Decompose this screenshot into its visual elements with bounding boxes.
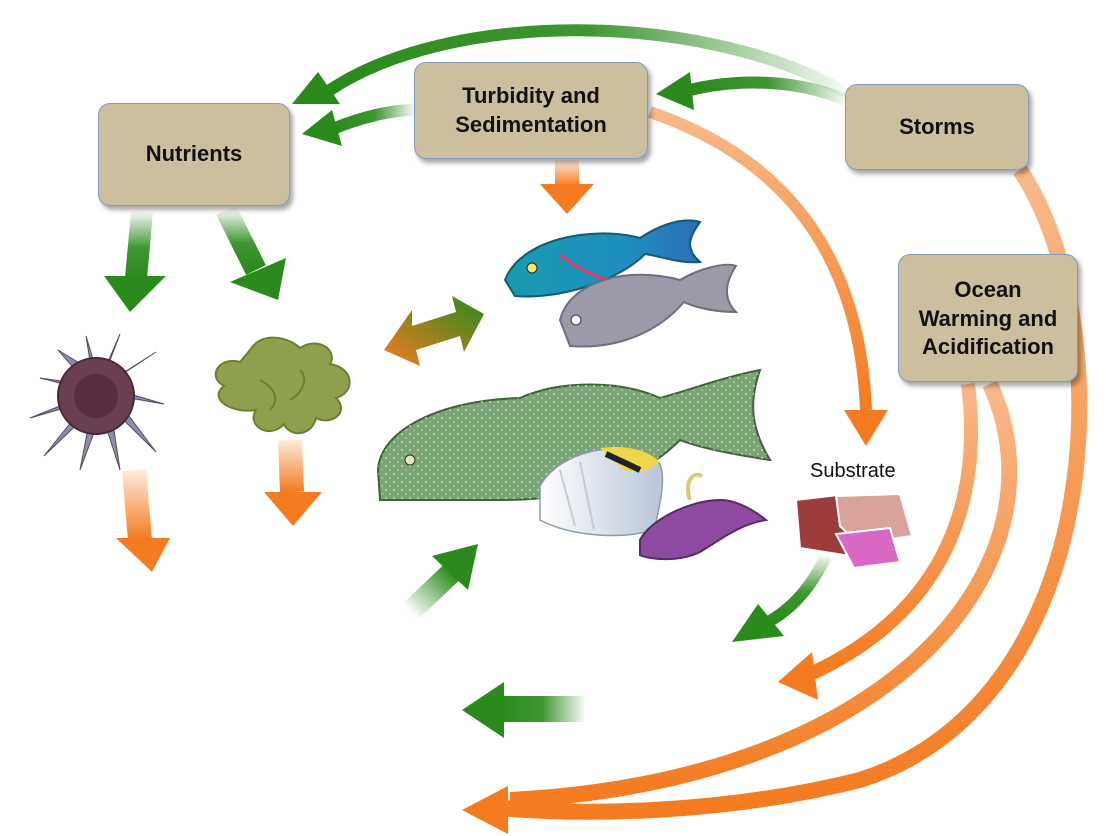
- substrate-illustration: [796, 494, 912, 568]
- arrow-turbidity-to-nutrients: [302, 110, 414, 146]
- arrow-algae-fish-two-way: [384, 296, 484, 366]
- storms-box: Storms: [845, 84, 1029, 170]
- storms-label: Storms: [899, 113, 975, 142]
- starfish-illustration: [30, 334, 164, 470]
- algae-illustration: [216, 338, 350, 434]
- arrow-algae-to-coral: [264, 440, 322, 526]
- ocean-warming-acidification-box: Ocean Warming and Acidification: [898, 254, 1078, 382]
- ocean-warming-acidification-label: Ocean Warming and Acidification: [919, 276, 1058, 362]
- nutrients-box: Nutrients: [98, 103, 290, 206]
- substrate-label: Substrate: [810, 460, 896, 483]
- arrow-turbidity-to-fish: [540, 160, 594, 214]
- turbidity-sedimentation-box: Turbidity and Sedimentation: [414, 62, 648, 159]
- arrow-substrate-to-recruits: [732, 556, 826, 642]
- arrow-recruits-to-coral: [462, 682, 584, 738]
- arrow-nutrients-to-algae: [226, 210, 286, 300]
- arrow-coral-to-fish: [410, 544, 478, 612]
- arrow-nutrients-to-starfish: [104, 212, 166, 312]
- nutrients-label: Nutrients: [146, 140, 243, 169]
- turbidity-sedimentation-label: Turbidity and Sedimentation: [455, 82, 607, 139]
- arrow-starfish-to-coral: [116, 470, 170, 572]
